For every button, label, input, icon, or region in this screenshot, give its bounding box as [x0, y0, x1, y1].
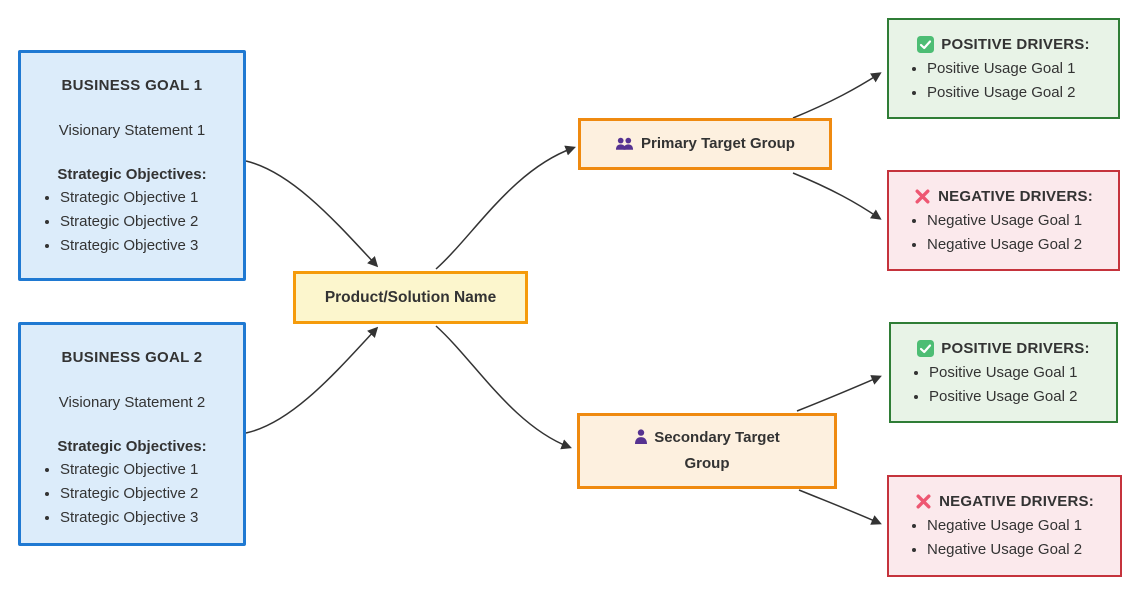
- business-goal-1-title: BUSINESS GOAL 1: [61, 77, 203, 94]
- edge-goal2-product: [245, 326, 379, 434]
- cross-icon: [914, 188, 931, 205]
- negative-drivers-heading: NEGATIVE DRIVERS:: [938, 188, 1093, 205]
- usage-goal-item: Positive Usage Goal 1: [929, 361, 1104, 385]
- product-solution-node: Product/Solution Name: [293, 271, 528, 324]
- negative-drivers-heading-row: NEGATIVE DRIVERS:: [901, 188, 1106, 205]
- objectives-list: Strategic Objective 1 Strategic Objectiv…: [31, 186, 233, 258]
- primary-target-group-node: Primary Target Group: [578, 118, 832, 170]
- usage-goal-list: Negative Usage Goal 1 Negative Usage Goa…: [901, 209, 1106, 257]
- objective-item: Strategic Objective 3: [60, 506, 233, 530]
- usage-goal-item: Negative Usage Goal 2: [927, 538, 1108, 562]
- usage-goal-item: Negative Usage Goal 2: [927, 233, 1106, 257]
- negative-drivers-heading-row: NEGATIVE DRIVERS:: [901, 493, 1108, 510]
- edge-product-primary: [435, 145, 576, 270]
- visionary-statement-2: Visionary Statement 2: [58, 394, 206, 411]
- usage-goal-list: Positive Usage Goal 1 Positive Usage Goa…: [903, 361, 1104, 409]
- objective-item: Strategic Objective 1: [60, 186, 233, 210]
- user-icon: [634, 428, 648, 452]
- secondary-positive-drivers-node: POSITIVE DRIVERS: Positive Usage Goal 1 …: [889, 322, 1118, 423]
- usage-goal-list: Positive Usage Goal 1 Positive Usage Goa…: [901, 57, 1106, 105]
- product-solution-label: Product/Solution Name: [324, 288, 497, 306]
- cross-icon: [915, 493, 932, 510]
- usage-goal-item: Negative Usage Goal 1: [927, 209, 1106, 233]
- objective-item: Strategic Objective 2: [60, 482, 233, 506]
- primary-negative-drivers-node: NEGATIVE DRIVERS: Negative Usage Goal 1 …: [887, 170, 1120, 271]
- edge-product-secondary: [435, 325, 572, 450]
- primary-group-label-row: Primary Target Group: [615, 132, 795, 156]
- users-icon: [615, 137, 634, 151]
- objectives-heading: Strategic Objectives:: [57, 166, 207, 183]
- visionary-statement-1: Visionary Statement 1: [58, 122, 206, 139]
- edge-secondary-positive: [796, 375, 882, 412]
- objective-item: Strategic Objective 1: [60, 458, 233, 482]
- secondary-group-label-row: Secondary Target Group: [622, 426, 792, 476]
- edge-goal1-product: [245, 160, 379, 268]
- objectives-heading: Strategic Objectives:: [57, 438, 207, 455]
- business-goal-1-node: BUSINESS GOAL 1 Visionary Statement 1 St…: [18, 50, 246, 281]
- usage-goal-item: Positive Usage Goal 1: [927, 57, 1106, 81]
- objective-item: Strategic Objective 2: [60, 210, 233, 234]
- edge-primary-positive: [792, 72, 882, 119]
- usage-goal-item: Positive Usage Goal 2: [927, 81, 1106, 105]
- secondary-negative-drivers-node: NEGATIVE DRIVERS: Negative Usage Goal 1 …: [887, 475, 1122, 577]
- business-goal-2-title: BUSINESS GOAL 2: [61, 349, 203, 366]
- secondary-group-label: Secondary Target Group: [654, 429, 780, 472]
- primary-group-label: Primary Target Group: [641, 135, 795, 152]
- positive-drivers-heading: POSITIVE DRIVERS:: [941, 36, 1090, 53]
- usage-goal-item: Positive Usage Goal 2: [929, 385, 1104, 409]
- objectives-list: Strategic Objective 1 Strategic Objectiv…: [31, 458, 233, 530]
- positive-drivers-heading-row: POSITIVE DRIVERS:: [903, 340, 1104, 357]
- negative-drivers-heading: NEGATIVE DRIVERS:: [939, 493, 1094, 510]
- check-icon: [917, 36, 935, 53]
- primary-positive-drivers-node: POSITIVE DRIVERS: Positive Usage Goal 1 …: [887, 18, 1120, 119]
- secondary-target-group-node: Secondary Target Group: [577, 413, 837, 489]
- check-icon: [917, 340, 935, 357]
- business-goal-2-node: BUSINESS GOAL 2 Visionary Statement 2 St…: [18, 322, 246, 546]
- usage-goal-list: Negative Usage Goal 1 Negative Usage Goa…: [901, 514, 1108, 562]
- edge-secondary-negative: [798, 489, 882, 525]
- positive-drivers-heading: POSITIVE DRIVERS:: [941, 340, 1090, 357]
- objective-item: Strategic Objective 3: [60, 234, 233, 258]
- positive-drivers-heading-row: POSITIVE DRIVERS:: [901, 36, 1106, 53]
- edge-primary-negative: [792, 172, 882, 220]
- usage-goal-item: Negative Usage Goal 1: [927, 514, 1108, 538]
